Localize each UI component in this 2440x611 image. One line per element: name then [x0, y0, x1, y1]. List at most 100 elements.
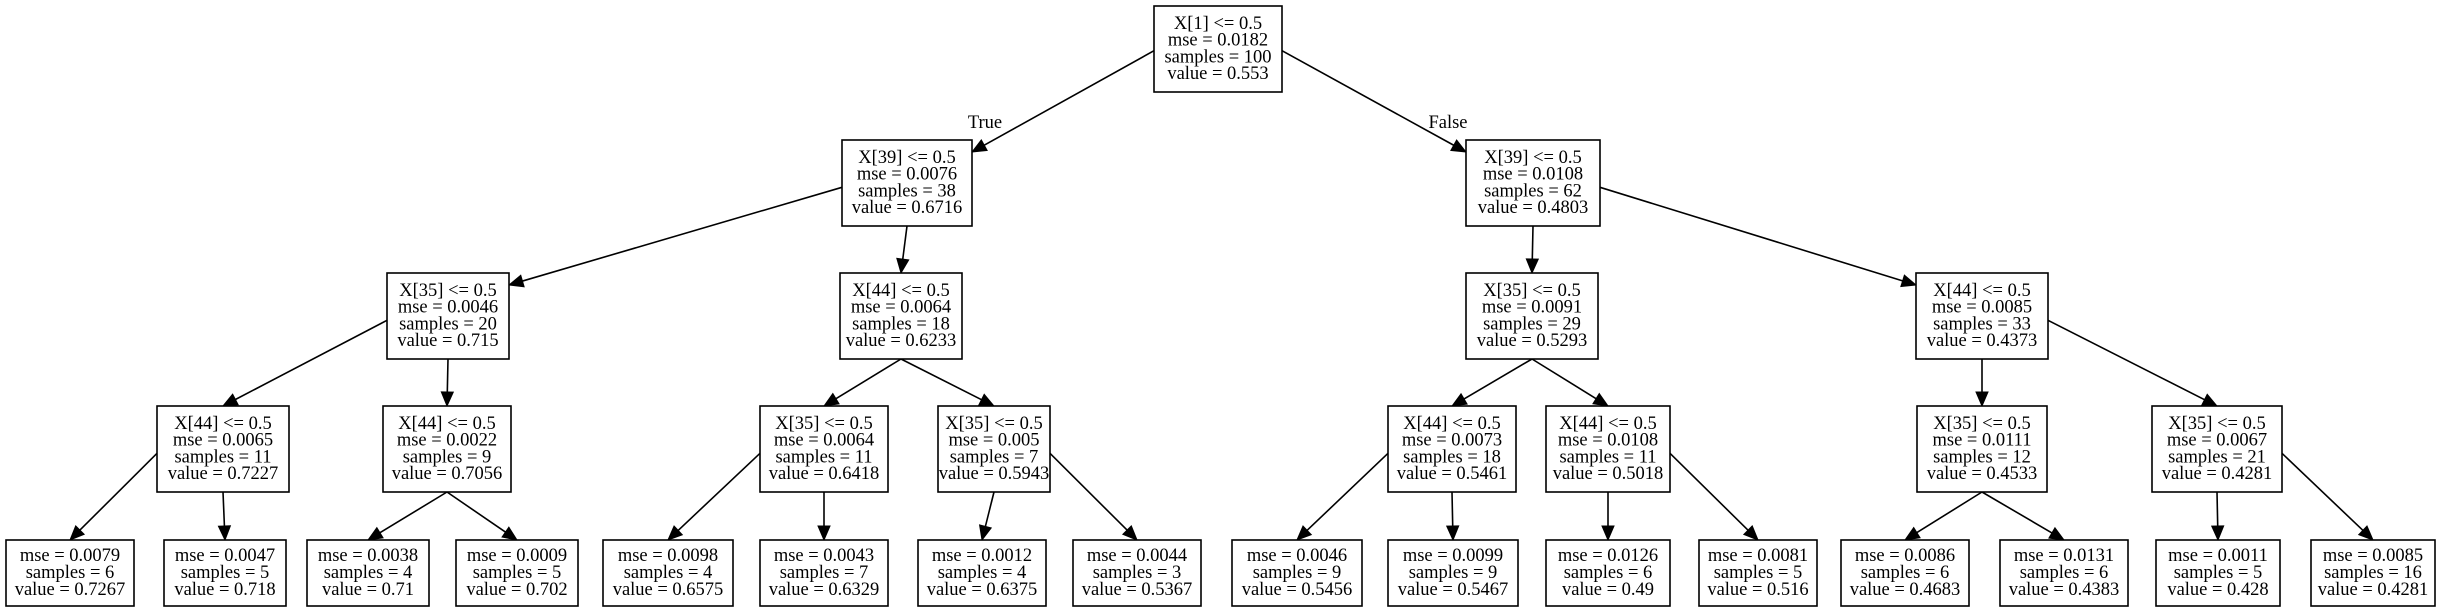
node-text-line: samples = 100: [1164, 47, 1271, 67]
tree-edge: [2281, 452, 2364, 531]
node-text-line: mse = 0.0182: [1168, 31, 1268, 51]
node-text-line: samples = 9: [1409, 563, 1498, 583]
node-box: [759, 405, 889, 493]
edge-arrowhead: [1121, 524, 1138, 541]
tree-edge: [1916, 491, 1983, 534]
node-text-line: value = 0.5456: [1242, 580, 1353, 600]
node-text-line: mse = 0.0044: [1087, 546, 1187, 566]
node-text-line: X[35] <= 0.5: [1933, 414, 2030, 434]
node-box: [839, 272, 963, 360]
node-text-line: samples = 4: [324, 563, 413, 583]
tree-edge: [446, 358, 449, 393]
tree-edge: [522, 186, 843, 282]
node-box: [1387, 405, 1517, 493]
node-text-line: samples = 62: [1484, 181, 1582, 201]
node-text-line: value = 0.5018: [1553, 464, 1664, 484]
node-box: [1545, 405, 1671, 493]
node-box: [1545, 539, 1671, 607]
edge-arrowhead: [896, 257, 910, 275]
node-text-line: X[44] <= 0.5: [1403, 414, 1500, 434]
node-text-line: value = 0.553: [1167, 64, 1268, 84]
node-text-line: mse = 0.0131: [2014, 546, 2114, 566]
node-text-line: value = 0.6375: [927, 580, 1038, 600]
node-text-line: value = 0.715: [397, 331, 498, 351]
node-box: [1072, 539, 1202, 607]
edge-arrowhead: [217, 525, 232, 542]
edge-arrowhead: [1445, 525, 1460, 542]
tree-edge: [835, 358, 902, 400]
node-text-line: mse = 0.0043: [774, 546, 874, 566]
node-text-line: mse = 0.0065: [173, 431, 273, 451]
node-box: [759, 539, 889, 607]
node-text-line: samples = 11: [775, 447, 872, 467]
node-text-line: mse = 0.0086: [1855, 546, 1955, 566]
node-text-line: mse = 0.0081: [1708, 546, 1808, 566]
node-text-line: value = 0.4533: [1927, 464, 2038, 484]
node-text-line: samples = 5: [1714, 563, 1803, 583]
node-box: [2310, 539, 2436, 607]
node-text-line: samples = 7: [780, 563, 869, 583]
node-text-line: samples = 29: [1483, 314, 1581, 334]
node-text-line: samples = 38: [858, 181, 956, 201]
node-text-line: mse = 0.0038: [318, 546, 418, 566]
node-text-line: X[44] <= 0.5: [174, 414, 271, 434]
node-text-line: samples = 18: [852, 314, 950, 334]
edge-arrowhead: [978, 393, 996, 407]
tree-edge: [79, 452, 158, 531]
edge-arrowhead: [2210, 525, 2225, 542]
node-text-line: samples = 7: [950, 447, 1039, 467]
node-text-line: mse = 0.0108: [1558, 431, 1658, 451]
node-text-line: mse = 0.0108: [1483, 165, 1583, 185]
node-box: [1231, 539, 1363, 607]
node-box: [1840, 539, 1970, 607]
node-text-line: X[44] <= 0.5: [852, 281, 949, 301]
node-text-line: value = 0.6233: [846, 331, 957, 351]
tree-edge: [1281, 50, 1455, 146]
node-text-line: X[35] <= 0.5: [1483, 281, 1580, 301]
node-text-line: value = 0.49: [1562, 580, 1654, 600]
node-text-line: samples = 16: [2324, 563, 2422, 583]
node-text-line: X[35] <= 0.5: [2168, 414, 2265, 434]
edge-arrowhead: [1601, 525, 1615, 542]
tree-edge: [1463, 358, 1533, 400]
node-text-line: samples = 9: [403, 447, 492, 467]
node-text-line: value = 0.4281: [2318, 580, 2429, 600]
node-box: [1698, 539, 1818, 607]
node-box: [1387, 539, 1519, 607]
node-box: [1915, 272, 2049, 360]
edge-arrowhead: [1296, 525, 1313, 541]
tree-edge: [1599, 186, 1903, 282]
node-text-line: value = 0.5461: [1397, 464, 1508, 484]
node-text-line: value = 0.4281: [2162, 464, 2273, 484]
edge-arrowhead: [2357, 525, 2374, 541]
tree-edge: [222, 491, 226, 527]
node-text-line: samples = 11: [1559, 447, 1656, 467]
node-text-line: mse = 0.0085: [1932, 298, 2032, 318]
node-text-line: mse = 0.0111: [1933, 431, 2032, 451]
node-text-line: mse = 0.0076: [857, 165, 957, 185]
node-text-line: mse = 0.0067: [2167, 431, 2267, 451]
node-text-line: value = 0.428: [2167, 580, 2268, 600]
node-text-line: mse = 0.0022: [397, 431, 497, 451]
node-text-line: samples = 9: [1253, 563, 1342, 583]
node-text-line: mse = 0.0064: [774, 431, 874, 451]
node-box: [382, 405, 512, 493]
node-text-line: value = 0.5943: [939, 464, 1050, 484]
node-text-line: value = 0.702: [466, 580, 567, 600]
